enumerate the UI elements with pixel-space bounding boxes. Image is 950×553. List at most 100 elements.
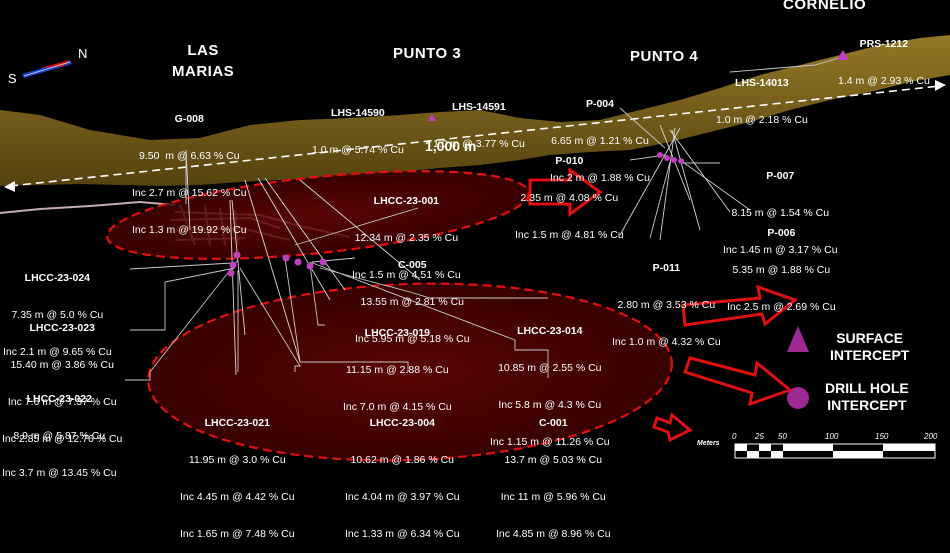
hole-result: Inc 1.33 m @ 6.34 % Cu [345,528,460,541]
area-title-punto3: PUNTO 3 [393,45,462,62]
hole-id: LHCC-23-023 [29,321,95,334]
scale-tick: 200 [924,432,938,441]
hole-result: 13.55 m @ 2.81 % Cu [360,295,464,308]
hole-result: 1.0 m @ 2.18 % Cu [716,113,808,126]
scale-title: Meters [697,440,720,447]
surface-intercept-prs1212 [837,50,849,60]
hole-result: Inc 2 m @ 1.88 % Cu [550,172,650,184]
hole-label-lhs14013: LHS-14013 1.0 m @ 2.18 % Cu [716,52,808,139]
hole-label-lhs14590: LHS-14590 1.0 m @ 5.74 % Cu [312,82,404,169]
hole-result: 6.65 m @ 1.21 % Cu [551,134,649,147]
hole-result: Inc 4.45 m @ 4.42 % Cu [180,491,295,503]
hole-result: 11.15 m @ 2.88 % Cu [346,363,449,376]
drill-hole-intercepts [227,152,684,277]
hole-result: Inc 1.65 m @ 7.48 % Cu [180,528,295,541]
hole-label-c001: C-001 13.7 m @ 5.03 % Cu Inc 11 m @ 5.96… [496,392,611,553]
hole-id: LHCC-23-021 [204,416,270,429]
hole-result: 10.62 m @ 1.86 % Cu [350,453,454,466]
hole-label-lhcc23001: LHCC-23-001 12.34 m @ 2.35 % Cu Inc 1.5 … [352,170,461,294]
hole-id: C-001 [538,416,568,429]
legend-surface-intercept: SURFACE INTERCEPT [830,330,910,363]
hole-label-p006: P-006 5.35 m @ 1.88 % Cu Inc 2.5 m @ 2.6… [727,202,836,326]
hole-result: Inc 2.85 m @ 12.76 % Cu [2,433,123,446]
scale-bar [734,443,936,459]
hole-label-p011: P-011 2.80 m @ 3.53 % Cu Inc 1.0 m @ 4.3… [612,237,721,361]
hole-id: LHCC-23-014 [517,324,583,337]
hole-label-lhcc23022: LHCC-23-022 8.9 m @ 5.87 % Cu Inc 3.7 m … [2,368,117,492]
hole-id: PRS-1212 [859,37,909,50]
hole-label-g008: G-008 9.50 m @ 6.63 % Cu Inc 2.7 m @ 15.… [132,88,247,249]
hole-label-prs1212: PRS-1212 1.4 m @ 2.93 % Cu [838,13,930,100]
hole-result: Inc 2.5 m @ 2.69 % Cu [727,301,836,313]
scale-tick: 0 [732,432,737,441]
hole-label-lhcc23024: LHCC-23-024 7.35 m @ 5.0 % Cu Inc 2.1 m … [3,247,112,371]
hole-result: 1.4 m @ 2.93 % Cu [838,74,930,87]
scale-tick: 100 [825,432,839,441]
hole-result: 15.40 m @ 3.86 % Cu [10,358,114,371]
hole-result: 11.95 m @ 3.0 % Cu [188,453,286,466]
scale-tick: 150 [875,432,889,441]
hole-result: 2.35 m @ 4.08 % Cu [520,191,619,204]
hole-id: LHCC-23-022 [26,392,92,405]
area-title-las-marias: LAS MARIAS [172,42,235,80]
drill-traces [185,124,731,376]
hole-id: LHS-14591 [452,100,506,113]
hole-label-lhcc23014: LHCC-23-014 10.85 m @ 2.55 % Cu Inc 5.8 … [490,300,610,461]
hole-result: Inc 1.15 m @ 11.26 % Cu [490,436,610,449]
hole-result: 12.34 m @ 2.35 % Cu [354,231,459,244]
hole-result: Inc 4.04 m @ 3.97 % Cu [345,491,460,503]
compass-arrow [22,60,72,78]
hole-label-lhcc23004: LHCC-23-004 10.62 m @ 1.86 % Cu Inc 4.04… [345,392,460,553]
distance-arrowhead-right [935,80,946,91]
hole-result: 9.50 m @ 6.63 % Cu [139,149,240,162]
hole-result: 1.0 m @ 5.74 % Cu [312,143,404,156]
legend-drill-circle [787,387,809,409]
hole-id: LHCC-23-004 [369,416,435,429]
hole-label-c005: C-005 13.55 m @ 2.81 % Cu Inc 5.95 m @ 5… [355,234,470,358]
hole-label-lhs14591: LHS-14591 1.0 m @ 3.77 % Cu [433,76,525,163]
hole-result: Inc 7.0 m @ 4.15 % Cu [343,401,452,413]
hole-id: LHS-14013 [735,76,789,89]
hole-result: 13.7 m @ 5.03 % Cu [504,453,603,466]
mineralized-zone-lower [147,282,673,462]
hole-result: Inc 2.7 m @ 15.62 % Cu [132,187,247,199]
hole-result: 5.35 m @ 1.88 % Cu [732,263,831,276]
compass-south-label: S [8,71,17,86]
hole-result: Inc 7.6 m @ 7.37 % Cu [7,396,117,408]
scale-tick: 50 [778,432,787,441]
distance-label: 1,000 m [425,138,477,154]
hole-result: 8.9 m @ 5.87 % Cu [13,429,106,442]
hole-label-p007: P-007 8.15 m @ 1.54 % Cu Inc 1.45 m @ 3.… [723,145,838,269]
hole-id: LHCC-23-024 [24,271,91,284]
hole-result: Inc 1.3 m @ 19.92 % Cu [132,224,247,237]
hole-result: 8.15 m @ 1.54 % Cu [731,206,830,219]
hole-id: G-008 [174,112,204,125]
hole-id: LHCC-23-001 [373,194,440,207]
distance-arrowhead-left [4,181,15,192]
hole-id: P-010 [555,154,584,167]
compass-north-label: N [78,46,88,61]
hole-result: Inc 5.8 m @ 4.3 % Cu [498,399,602,411]
hole-label-p010: P-010 2.35 m @ 4.08 % Cu Inc 1.5 m @ 4.8… [515,130,624,254]
scale-tick: 25 [755,432,764,441]
hole-label-lhcc23023: LHCC-23-023 15.40 m @ 3.86 % Cu Inc 7.6 … [2,297,122,458]
hole-result: 1.0 m @ 3.77 % Cu [433,137,525,150]
legend-drill-hole-intercept: DRILL HOLE INTERCEPT [825,380,909,413]
hole-result: Inc 1.5 m @ 4.51 % Cu [352,269,461,281]
surface-intercept-lhs14590 [428,114,436,121]
hole-result: Inc 1.0 m @ 4.32 % Cu [612,336,721,348]
hole-label-p004: P-004 6.65 m @ 1.21 % Cu Inc 2 m @ 1.88 … [550,73,650,197]
hole-result: 2.80 m @ 3.53 % Cu [617,298,716,311]
ore-body [0,35,950,186]
legend-surface-triangle [787,326,809,352]
hole-result: Inc 5.95 m @ 5.18 % Cu [355,333,470,345]
hole-id: C-005 [397,258,427,271]
hole-label-lhcc23019: LHCC-23-019 11.15 m @ 2.88 % Cu Inc 7.0 … [343,302,452,426]
hole-id: P-011 [652,261,681,274]
hole-label-lhcc23021: LHCC-23-021 11.95 m @ 3.0 % Cu Inc 4.45 … [180,392,295,553]
hole-id: LHCC-23-019 [364,326,431,339]
hole-id: P-004 [585,97,614,110]
hole-result: Inc 1.45 m @ 3.17 % Cu [723,244,838,256]
hole-result: 10.85 m @ 2.55 % Cu [498,361,602,374]
area-title-cornelio: CORNELIO [783,0,867,13]
